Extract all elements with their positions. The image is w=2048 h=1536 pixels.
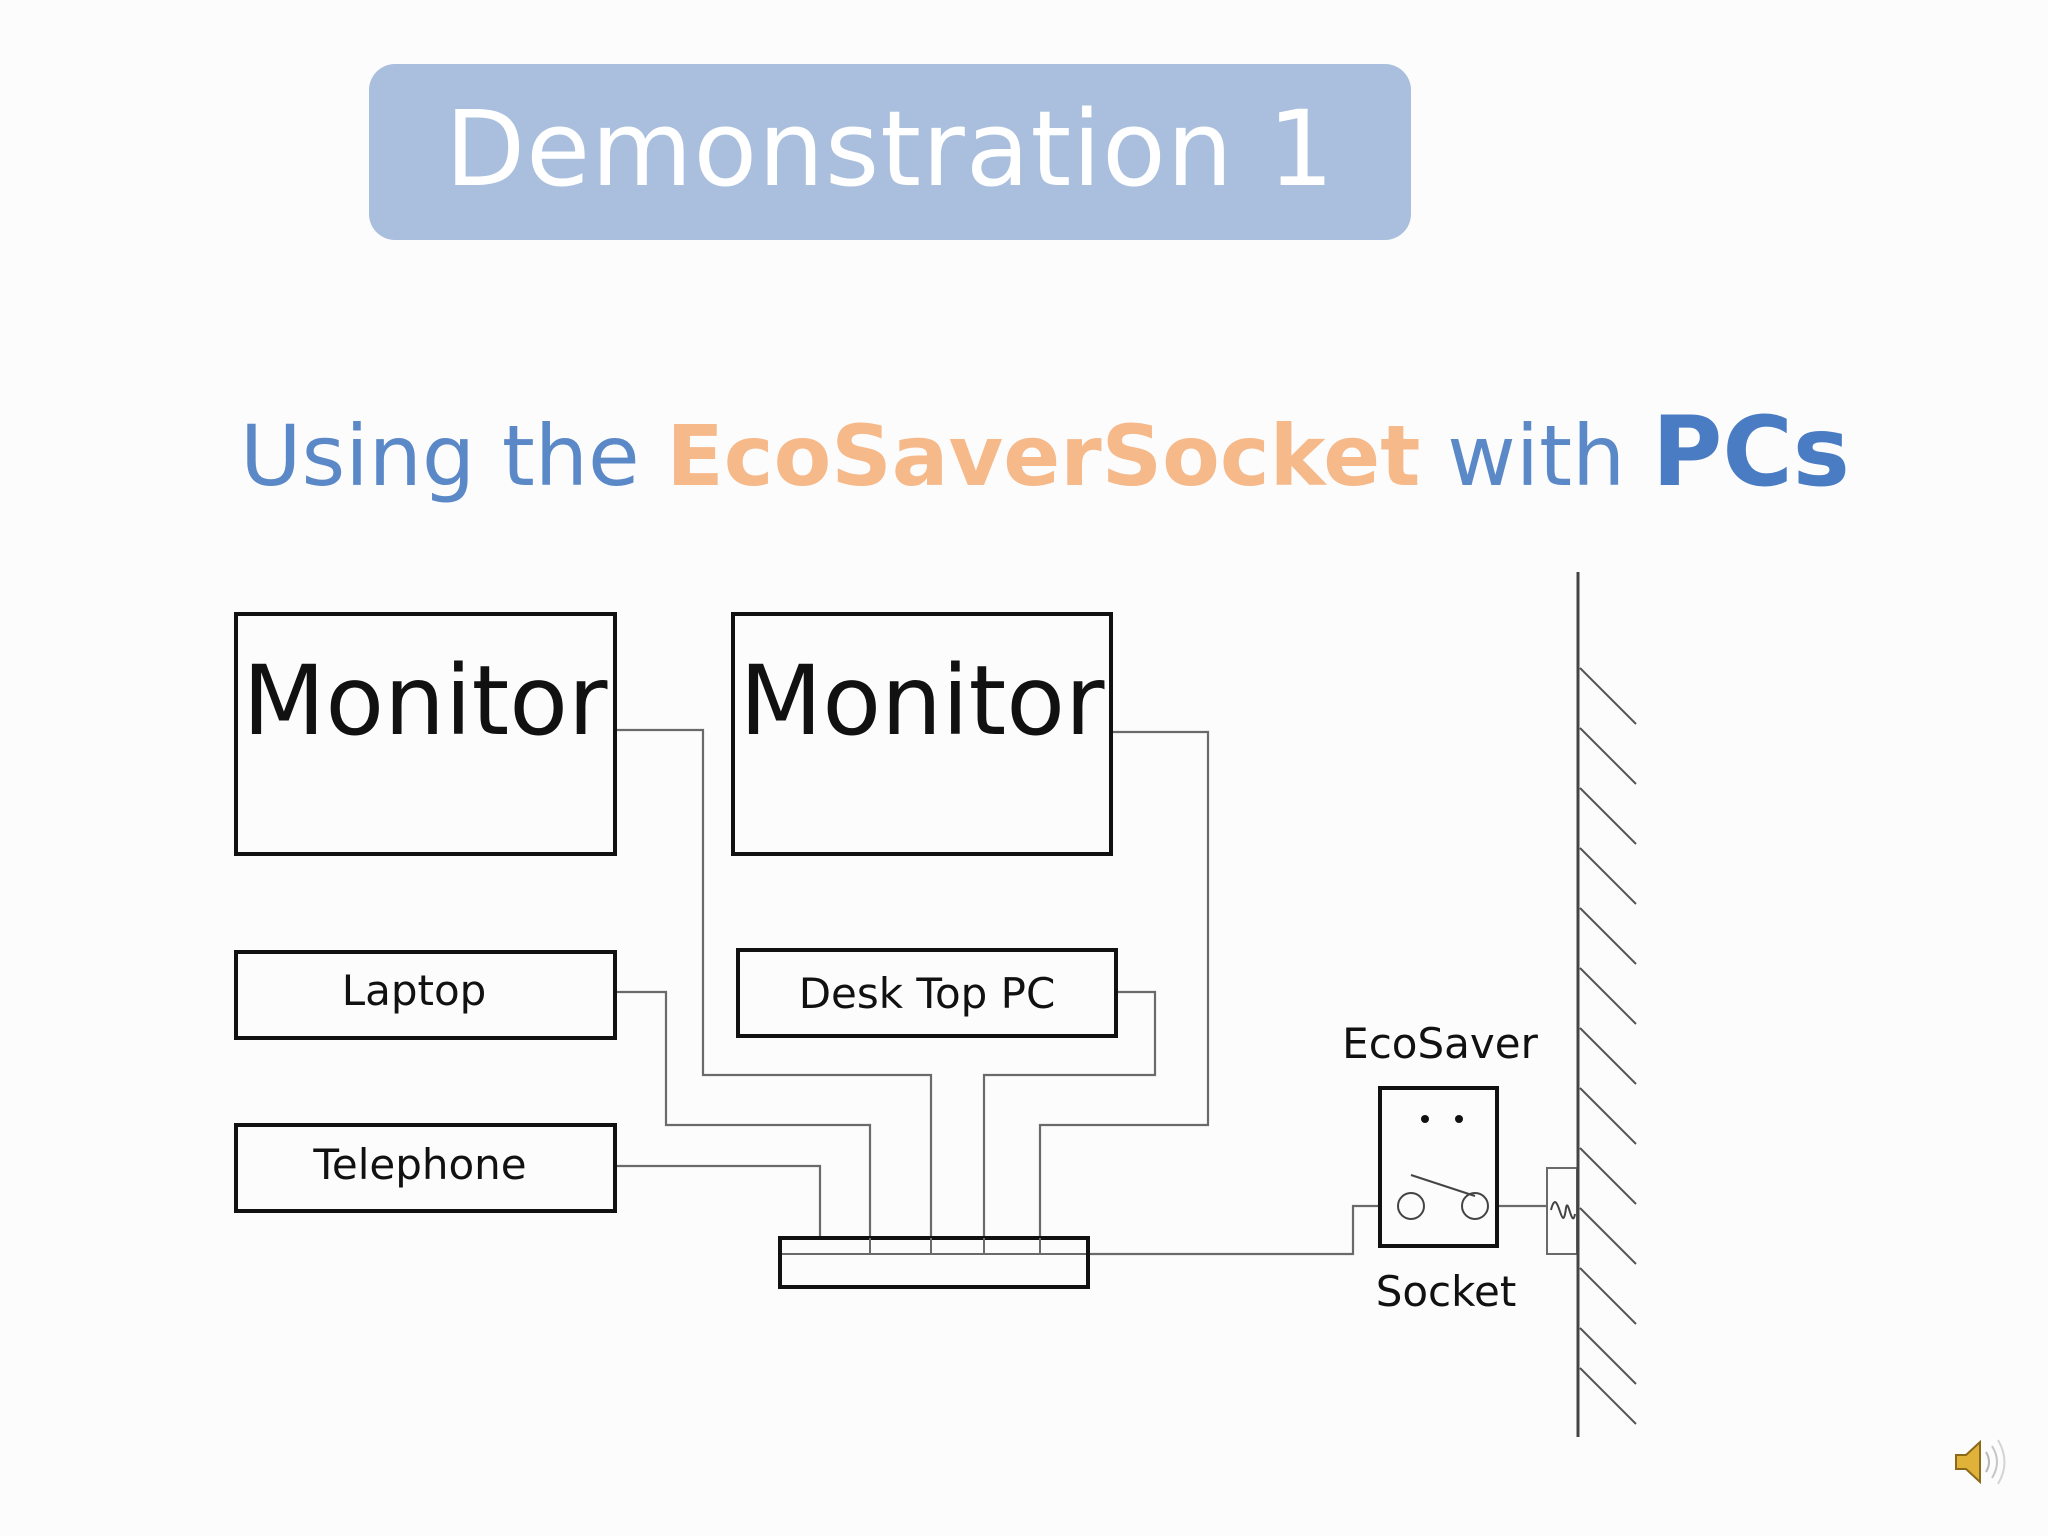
- wire-laptop: [615, 990, 872, 1238]
- laptop-box: [234, 950, 617, 1040]
- wire-strip-to-ecosaver: [1088, 1204, 1380, 1256]
- wire-desktop: [982, 990, 1157, 1238]
- title-banner: Demonstration 1: [369, 64, 1411, 240]
- speaker-icon[interactable]: [1950, 1432, 2010, 1492]
- switch-contact: [1397, 1192, 1425, 1220]
- telephone-label: Telephone: [312, 1140, 526, 1189]
- switch-contact: [1461, 1192, 1489, 1220]
- monitor-right-box: [731, 612, 1113, 856]
- telephone-box: [234, 1123, 617, 1213]
- monitor-left-box: [234, 612, 617, 856]
- monitor-left-label: Monitor: [243, 645, 608, 757]
- ecosaver-device: [1378, 1086, 1499, 1248]
- wall-outlet: [1546, 1167, 1578, 1255]
- switch-lever: [1410, 1174, 1476, 1197]
- subtitle-brand: EcoSaverSocket: [666, 407, 1421, 505]
- socket-label: Socket: [1376, 1267, 1517, 1316]
- speaker-icon-graphic: [1955, 1439, 2006, 1485]
- monitor-right-label: Monitor: [740, 645, 1105, 757]
- indicator-dot: [1455, 1115, 1463, 1123]
- ecosaver-label: EcoSaver: [1342, 1019, 1538, 1068]
- power-strip: [778, 1236, 1090, 1289]
- wire-telephone: [615, 1164, 822, 1238]
- desktop-box: [736, 948, 1118, 1038]
- subtitle-middle: with: [1447, 407, 1626, 505]
- desktop-label: Desk Top PC: [799, 969, 1056, 1018]
- subtitle-highlight: PCs: [1651, 396, 1850, 508]
- slide-subtitle: Using the EcoSaverSocket with PCs: [240, 392, 1850, 512]
- wire-monitor-right: [1038, 730, 1210, 1238]
- wall: [1576, 572, 1637, 1437]
- slide-title: Demonstration 1: [445, 88, 1335, 210]
- wire-monitor-left: [615, 728, 933, 1238]
- wires: [615, 728, 1547, 1256]
- subtitle-prefix: Using the: [240, 407, 640, 505]
- indicator-dot: [1421, 1115, 1429, 1123]
- laptop-label: Laptop: [342, 966, 487, 1015]
